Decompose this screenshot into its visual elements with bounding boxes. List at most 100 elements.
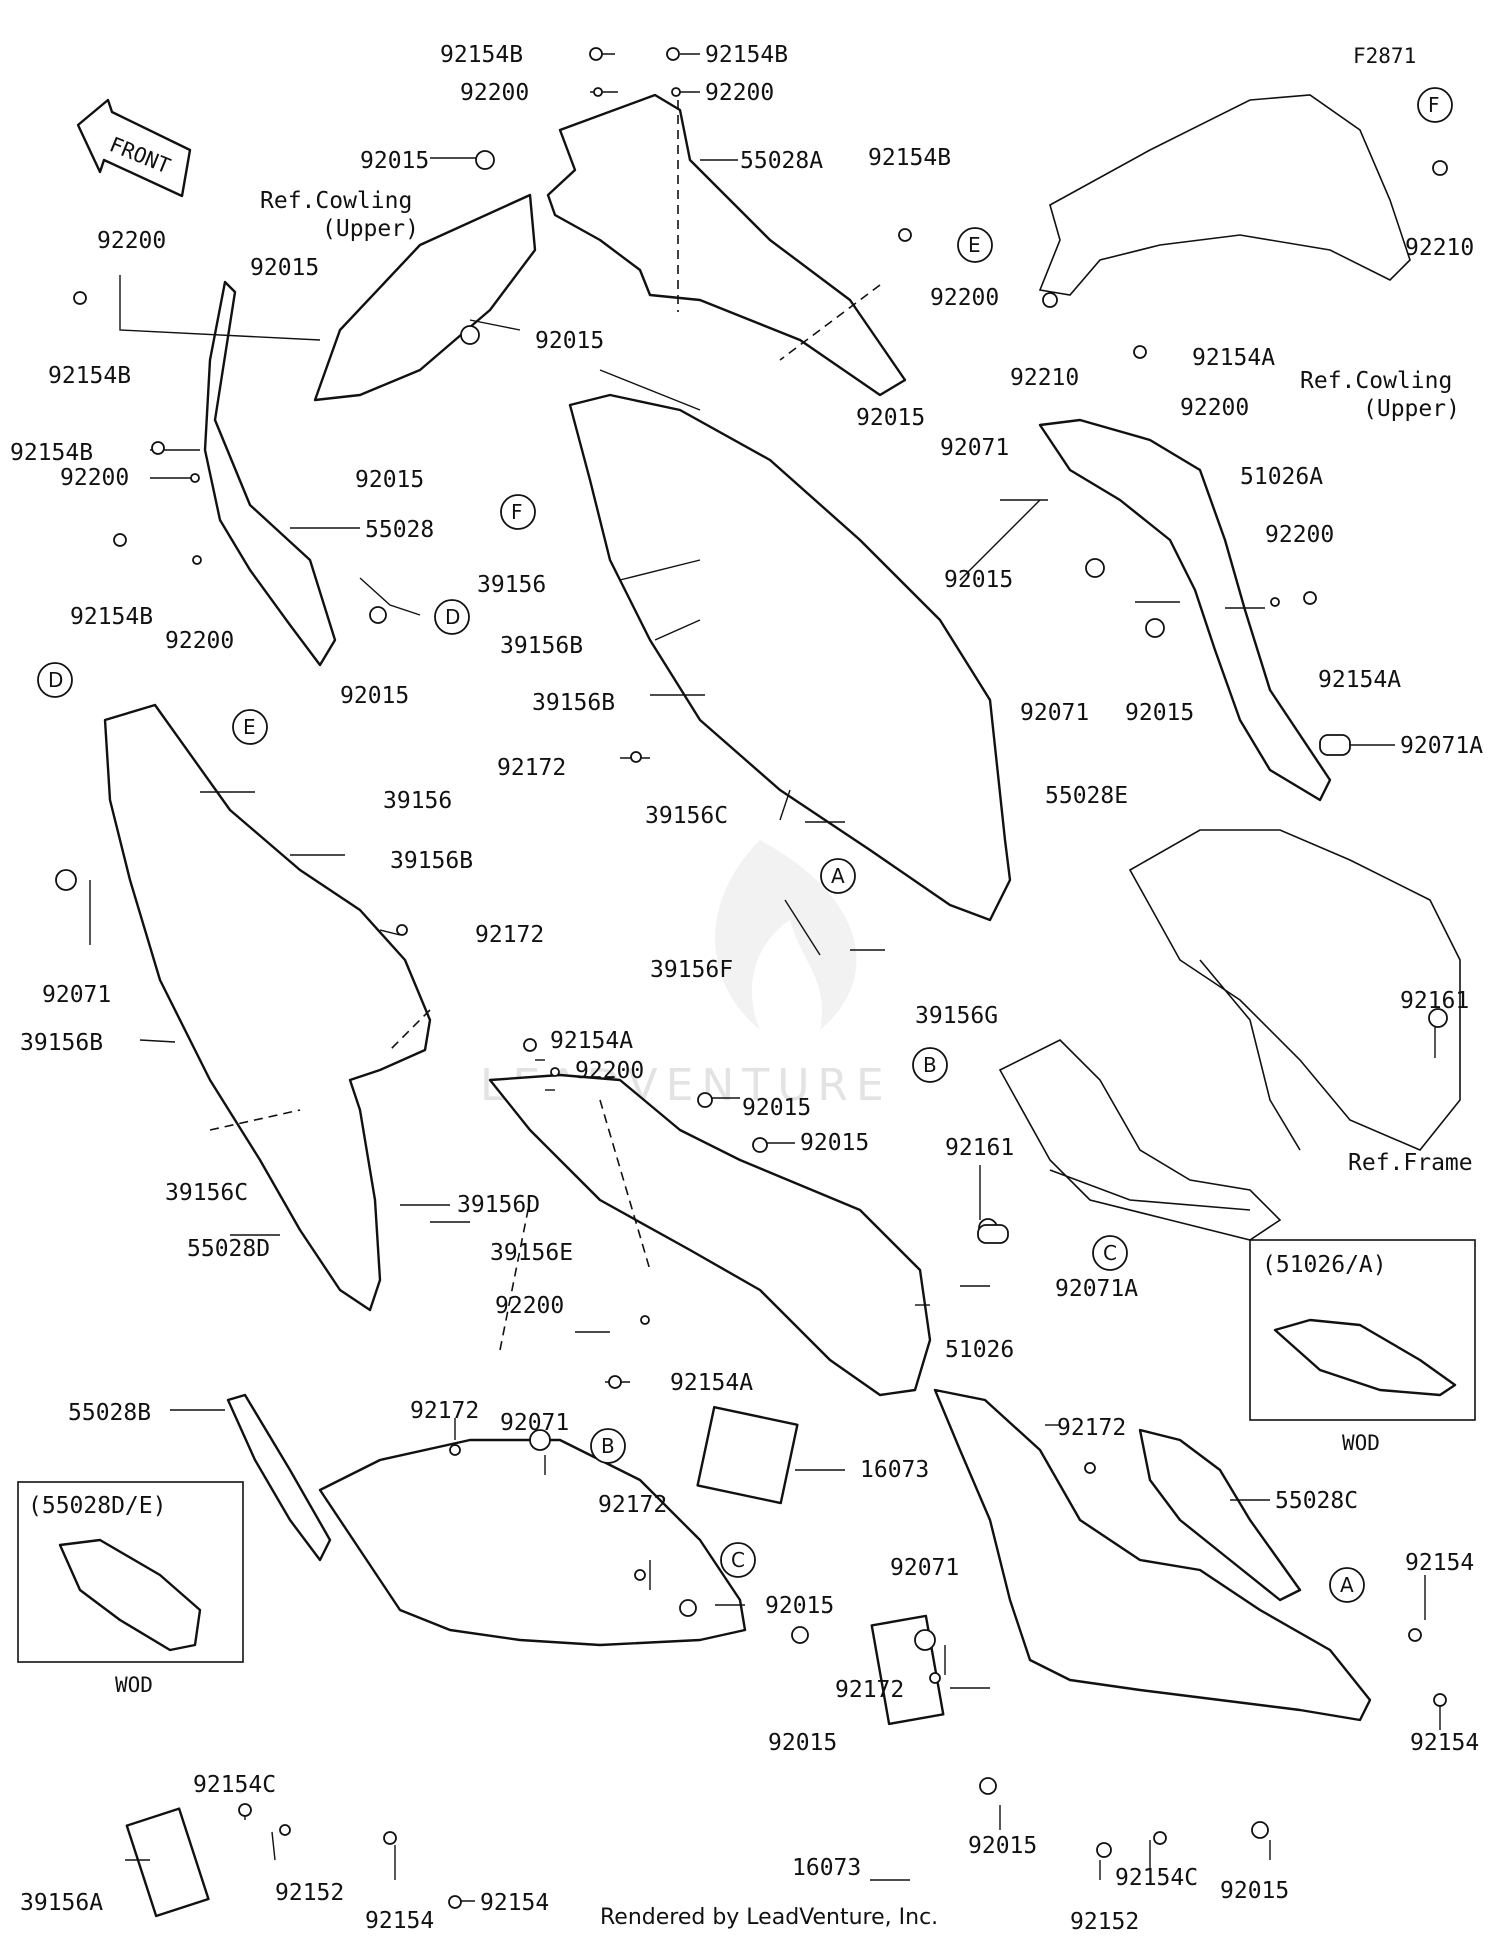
grommet-icon [369, 606, 387, 624]
label-55028C: 55028C [1275, 1488, 1358, 1514]
inset-box-55028DE-title: (55028D/E) [28, 1493, 166, 1519]
label-92071A: 92071A [1400, 733, 1483, 759]
part-16073-2 [870, 1614, 945, 1726]
label-92200: 92200 [460, 80, 529, 106]
label-92200: 92200 [495, 1293, 564, 1319]
label-92015: 92015 [1220, 1878, 1289, 1904]
bolt-icon [1303, 591, 1317, 605]
part-55028A [546, 93, 907, 397]
washer-icon [671, 87, 681, 97]
grommet-icon [529, 1429, 551, 1451]
grommet-icon [752, 1137, 768, 1153]
grommet-icon [55, 869, 77, 891]
callout-d-1: D [434, 599, 470, 635]
label-92154B: 92154B [70, 604, 153, 630]
label-39156G: 39156G [915, 1003, 998, 1029]
label-39156B: 39156B [20, 1030, 103, 1056]
label-92200: 92200 [705, 80, 774, 106]
label-92152: 92152 [1070, 1909, 1139, 1935]
label-92210: 92210 [1010, 365, 1079, 391]
part-55028B [318, 1438, 747, 1647]
svg-text:D: D [48, 668, 63, 692]
part-16073-1 [696, 1405, 799, 1505]
ref-cowling-upper-left-1: Ref.Cowling [260, 188, 412, 214]
label-92172: 92172 [1057, 1415, 1126, 1441]
screw-icon [1153, 1831, 1167, 1845]
washer-icon [1270, 597, 1280, 607]
bolt-icon [589, 47, 603, 61]
label-92161: 92161 [945, 1135, 1014, 1161]
bolt-icon [238, 1803, 252, 1817]
label-92154B: 92154B [48, 363, 131, 389]
label-92154: 92154 [365, 1908, 434, 1934]
clip-icon [1432, 160, 1448, 176]
bolt-icon [608, 1375, 622, 1389]
inset-box-51026A: (51026/A) WOD [1249, 1239, 1476, 1455]
ref-cowling-upper-right-1: Ref.Cowling [1300, 368, 1452, 394]
grommet-icon [979, 1777, 997, 1795]
label-92071: 92071 [42, 982, 111, 1008]
label-92172: 92172 [410, 1398, 479, 1424]
bolt-icon [1133, 345, 1147, 359]
svg-text:F: F [1428, 93, 1440, 117]
label-92071: 92071 [940, 435, 1009, 461]
ref-frame: Ref.Frame [1348, 1150, 1473, 1176]
screw-icon [634, 1569, 646, 1581]
label-16073: 16073 [792, 1855, 861, 1881]
label-55028E: 55028E [1045, 783, 1128, 809]
label-92154B: 92154B [705, 42, 788, 68]
front-arrow-icon: FRONT [76, 98, 192, 198]
svg-text:B: B [923, 1053, 937, 1077]
label-92200: 92200 [1265, 522, 1334, 548]
label-39156A: 39156A [20, 1890, 103, 1916]
grommet-icon [914, 1629, 936, 1651]
screw-icon [1084, 1462, 1096, 1474]
grommet-icon [1319, 734, 1351, 756]
grommet-icon [475, 150, 495, 170]
label-92161: 92161 [1400, 988, 1469, 1014]
washer-icon [593, 87, 603, 97]
label-92071: 92071 [500, 1410, 569, 1436]
label-51026: 51026 [945, 1337, 1014, 1363]
svg-text:D: D [445, 605, 460, 629]
label-92152: 92152 [275, 1880, 344, 1906]
inset-box-55028DE-note: WOD [115, 1673, 153, 1697]
label-39156D: 39156D [457, 1192, 540, 1218]
label-55028A: 55028A [740, 148, 823, 174]
label-39156: 39156 [477, 572, 546, 598]
clip-icon [1042, 292, 1058, 308]
label-92015: 92015 [968, 1833, 1037, 1859]
label-92200: 92200 [1180, 395, 1249, 421]
part-cowling-upper-left [313, 193, 537, 402]
label-92015: 92015 [340, 683, 409, 709]
label-92015: 92015 [856, 405, 925, 431]
label-92015: 92015 [768, 1730, 837, 1756]
grommet-icon [460, 325, 480, 345]
inset-box-55028DE: (55028D/E) WOD [17, 1481, 244, 1697]
inset-box-51026A-title: (51026/A) [1262, 1252, 1387, 1278]
part-39156A [125, 1807, 210, 1918]
label-16073: 16073 [860, 1457, 929, 1483]
label-92200: 92200 [97, 228, 166, 254]
label-92154B: 92154B [10, 440, 93, 466]
label-92154A: 92154A [1318, 667, 1401, 693]
label-92071: 92071 [890, 1555, 959, 1581]
label-92154A: 92154A [1192, 345, 1275, 371]
svg-text:C: C [731, 1548, 745, 1572]
grommet-icon [791, 1626, 809, 1644]
label-39156C: 39156C [165, 1180, 248, 1206]
label-55028B: 55028B [68, 1400, 151, 1426]
screw-icon [929, 1672, 941, 1684]
label-92154A: 92154A [550, 1028, 633, 1054]
bolt-icon [1433, 1693, 1447, 1707]
callout-e-1: E [957, 227, 993, 263]
grommet-icon [679, 1599, 697, 1617]
dashed-guides [209, 100, 881, 1351]
inset-box-51026A-note: WOD [1342, 1431, 1380, 1455]
grommet-icon [1428, 1008, 1448, 1028]
label-92015: 92015 [360, 148, 429, 174]
hardware-icons [55, 47, 1448, 1909]
part-55028C-inner [1138, 1428, 1302, 1602]
callout-circles: E F F D D E A B C B C A [37, 87, 1453, 1603]
